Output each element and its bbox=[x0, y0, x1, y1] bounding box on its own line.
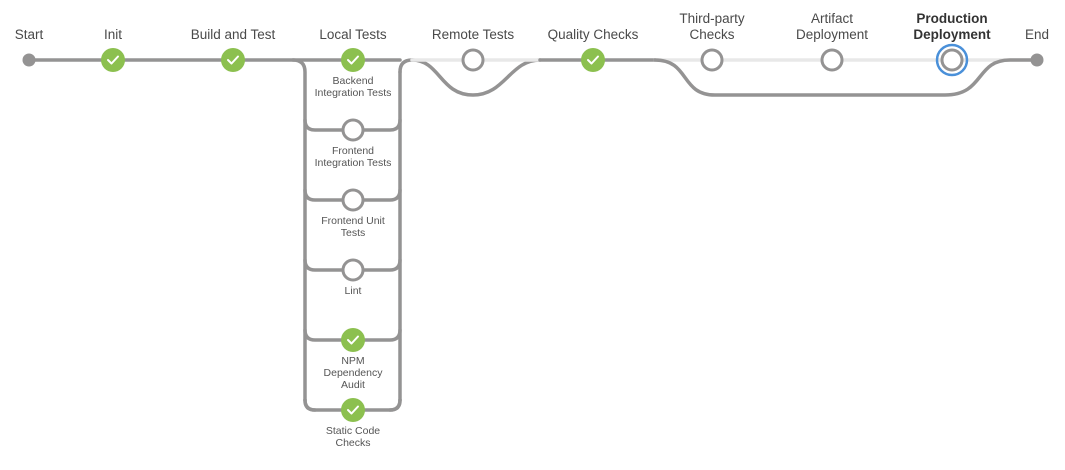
branch-label-npm-audit-line: Dependency bbox=[323, 367, 383, 380]
branch-label-npm-audit-line: NPM bbox=[341, 355, 365, 367]
branch-right-bottom bbox=[388, 398, 402, 412]
check-icon bbox=[227, 55, 239, 65]
branch-label-backend-int-line: Backend bbox=[332, 75, 374, 87]
empty-ring-icon bbox=[700, 48, 724, 72]
stage-label-quality-line: Quality Checks bbox=[547, 27, 639, 42]
stage-node-remote[interactable] bbox=[461, 48, 485, 72]
stage-label-build-line: Build and Test bbox=[190, 27, 276, 42]
pipeline-tracks bbox=[27, 58, 1039, 412]
branch-left-bottom bbox=[303, 398, 317, 412]
deploy-bypass-track bbox=[653, 58, 1039, 97]
stage-label-artifact-line: Deployment bbox=[795, 26, 869, 42]
branch-label-frontend-unit-line: Frontend Unit bbox=[321, 215, 385, 227]
empty-ring-icon bbox=[341, 188, 365, 212]
success-circle bbox=[341, 48, 365, 72]
success-circle bbox=[221, 48, 245, 72]
branch-label-frontend-int-line: Frontend bbox=[331, 145, 375, 157]
stage-label-artifact-line: Artifact bbox=[810, 11, 854, 26]
success-circle bbox=[341, 328, 365, 352]
stage-label-thirdparty-line: Checks bbox=[689, 26, 735, 42]
empty-ring-icon bbox=[461, 48, 485, 72]
start-label: Start bbox=[14, 27, 44, 42]
branch-label-npm-audit-line: Audit bbox=[341, 379, 365, 392]
check-icon bbox=[107, 55, 119, 65]
stage-label-init: Init bbox=[104, 27, 122, 43]
empty-ring-icon bbox=[341, 118, 365, 142]
check-icon bbox=[347, 55, 359, 65]
branch-label-lint-line: Lint bbox=[344, 285, 362, 297]
stage-node-quality[interactable] bbox=[581, 48, 605, 72]
branch-label-frontend-int-line: Integration Tests bbox=[314, 157, 392, 170]
stage-node-artifact[interactable] bbox=[820, 48, 844, 72]
stage-label-init-line: Init bbox=[103, 27, 123, 42]
stage-node-build[interactable] bbox=[221, 48, 245, 72]
branch-label-static-code-line: Static Code bbox=[325, 425, 381, 437]
stage-label-local: Local Tests bbox=[319, 27, 386, 43]
start-dot-icon bbox=[22, 53, 36, 67]
empty-ring-icon bbox=[341, 258, 365, 282]
stage-node-production[interactable] bbox=[935, 43, 969, 77]
stage-label-local-line: Local Tests bbox=[319, 27, 387, 42]
success-circle bbox=[581, 48, 605, 72]
stage-label-production-line: Deployment bbox=[913, 26, 991, 42]
branch-node-frontend-int[interactable] bbox=[341, 118, 365, 142]
stage-label-remote: Remote Tests bbox=[432, 27, 514, 43]
stage-node-thirdparty[interactable] bbox=[700, 48, 724, 72]
branch-left-rail bbox=[291, 58, 307, 402]
selected-outer-ring-icon bbox=[935, 43, 969, 77]
end-label: End bbox=[1024, 27, 1050, 42]
branch-node-lint[interactable] bbox=[341, 258, 365, 282]
stage-label-production-line: Production bbox=[916, 11, 988, 26]
pipeline-nodes bbox=[22, 43, 1044, 422]
check-icon bbox=[347, 405, 359, 415]
success-circle bbox=[101, 48, 125, 72]
check-icon bbox=[587, 55, 599, 65]
stage-label-remote-line: Remote Tests bbox=[431, 27, 515, 42]
check-icon bbox=[347, 335, 359, 345]
branch-label-backend-int-line: Integration Tests bbox=[314, 87, 392, 100]
branch-node-npm-audit[interactable] bbox=[341, 328, 365, 352]
branch-node-frontend-unit[interactable] bbox=[341, 188, 365, 212]
branch-label-static-code-line: Checks bbox=[335, 437, 371, 450]
success-circle bbox=[341, 398, 365, 422]
branch-label-lint: Lint bbox=[345, 285, 362, 297]
stage-node-init[interactable] bbox=[101, 48, 125, 72]
end-dot-icon bbox=[1030, 53, 1044, 67]
stage-label-build: Build and Test bbox=[191, 27, 276, 43]
remote-bypass-track bbox=[410, 58, 542, 97]
branch-node-static-code[interactable] bbox=[341, 398, 365, 422]
branch-merge-top bbox=[398, 58, 414, 74]
empty-ring-icon bbox=[820, 48, 844, 72]
stage-label-quality: Quality Checks bbox=[548, 27, 639, 43]
stage-node-local[interactable] bbox=[341, 48, 365, 72]
branch-label-frontend-unit-line: Tests bbox=[340, 227, 366, 240]
stage-label-thirdparty-line: Third-party bbox=[679, 11, 745, 26]
selected-ring-icon bbox=[940, 48, 964, 72]
